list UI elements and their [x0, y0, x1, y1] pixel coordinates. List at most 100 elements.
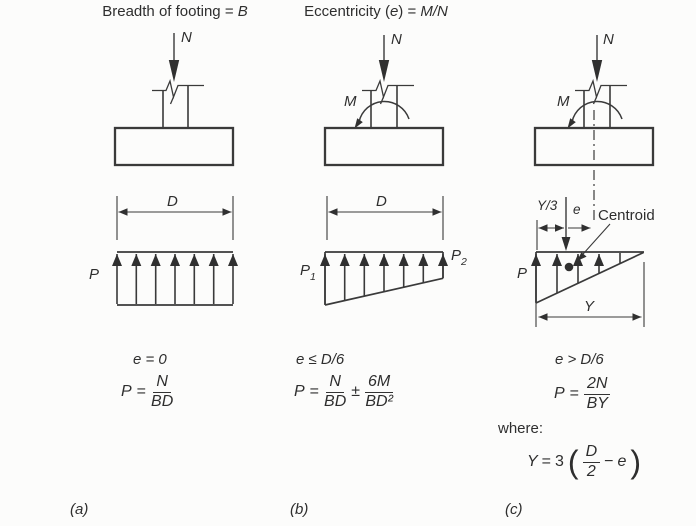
panel-a-column-and-footing	[113, 33, 235, 167]
panel-c-e-label: e	[573, 202, 581, 217]
moment-arrowhead	[354, 118, 363, 129]
moment-arrowhead	[567, 118, 576, 129]
load-arrowhead	[168, 60, 180, 82]
pressure-subscript: 2	[461, 256, 467, 268]
break-symbol-tail	[169, 96, 175, 105]
fraction-numerator: N	[326, 373, 344, 394]
equals-sign: =	[309, 383, 320, 401]
panel-a-dimension-D	[116, 196, 234, 240]
panel-a-caption: (a)	[70, 501, 89, 518]
pressure-base-slope	[324, 277, 444, 306]
panel-b-pressure-left-label: P1	[300, 262, 316, 283]
panel-c-centroid-label: Centroid	[598, 207, 655, 224]
minus-sign: −	[604, 453, 614, 471]
fraction-numerator: 6M	[365, 373, 394, 394]
fraction-denominator: BD²	[365, 393, 393, 411]
fraction-denominator: BY	[586, 395, 608, 413]
load-arrowhead	[591, 60, 603, 82]
fraction: D 2	[582, 443, 601, 481]
plus-minus-sign: ±	[351, 383, 361, 401]
footing-outline	[323, 126, 445, 167]
centroid-dot	[564, 262, 574, 272]
formula-lhs: Y	[527, 453, 538, 471]
fraction: 6M BD²	[365, 373, 394, 411]
panel-a-load-label: N	[181, 29, 192, 46]
panel-a-condition: e = 0	[133, 351, 167, 368]
panel-a-formula: P = N BD	[121, 373, 174, 411]
break-symbol	[362, 78, 414, 100]
title-variable: M/N	[420, 3, 448, 20]
panel-b-title: Eccentricity (e) = M/N	[264, 3, 488, 20]
pressure-arrows	[320, 254, 448, 304]
fraction-numerator: N	[153, 373, 171, 394]
panel-b-pressure-diagram	[320, 251, 448, 306]
panel-b-dim-label: D	[376, 193, 387, 210]
panel-b-load-label: N	[391, 31, 402, 48]
fraction-denominator: 2	[586, 463, 596, 481]
equals-sign: =	[541, 453, 552, 471]
title-variable: B	[237, 3, 248, 20]
pressure-symbol: P	[300, 262, 311, 279]
moment-arc	[358, 100, 410, 123]
panel-b-moment-label: M	[344, 93, 357, 110]
panel-c-where-label: where:	[498, 420, 544, 437]
pressure-arrows	[112, 254, 238, 304]
panel-c-moment-label: M	[557, 93, 570, 110]
title-text: Breadth of footing =	[102, 3, 238, 20]
formula-lhs: P	[294, 383, 305, 401]
panel-b-pressure-right-label: P2	[451, 247, 467, 268]
load-arrowhead	[378, 60, 390, 82]
break-symbol	[575, 78, 627, 100]
title-text: ) =	[398, 3, 421, 20]
break-symbol	[152, 78, 204, 100]
fraction: N BD	[324, 373, 347, 411]
panel-a-pressure-label: P	[89, 266, 100, 283]
panel-c-where-formula: Y = 3 ( D 2 − e )	[527, 443, 642, 481]
fraction-denominator: BD	[151, 393, 174, 411]
formula-variable: e	[617, 453, 627, 471]
panel-b-formula: P = N BD ± 6M BD²	[294, 373, 394, 411]
panel-c-dimension-Y	[535, 262, 645, 327]
pressure-subscript: 1	[310, 271, 316, 283]
panel-c-column-and-footing	[533, 35, 655, 223]
centroid-leader-line	[579, 223, 611, 259]
equals-sign: =	[569, 385, 580, 403]
panel-a-dim-label: D	[167, 193, 178, 210]
panel-b-column-and-footing	[323, 35, 445, 167]
fraction: 2N BY	[584, 375, 611, 413]
pressure-hypotenuse	[535, 251, 644, 304]
panel-c-pressure-diagram	[531, 251, 644, 304]
close-paren: )	[630, 443, 642, 480]
formula-lhs: P	[554, 385, 565, 403]
panel-c-pressure-label: P	[517, 265, 528, 282]
panel-a-pressure-diagram	[112, 251, 238, 306]
panel-c-y-label: Y	[584, 298, 595, 315]
open-paren: (	[567, 443, 579, 480]
panel-b-dimension-D	[326, 196, 444, 240]
panel-b-caption: (b)	[290, 501, 309, 518]
formula-lhs: P	[121, 383, 132, 401]
equals-sign: =	[136, 383, 147, 401]
footing-outline	[113, 126, 235, 167]
pressure-symbol: P	[451, 247, 462, 264]
fraction-numerator: 2N	[584, 375, 611, 396]
title-text: Eccentricity (	[304, 3, 390, 20]
pressure-arrows	[531, 253, 621, 302]
panel-c-y3-label: Y/3	[537, 198, 558, 213]
resultant-arrowhead	[561, 237, 571, 251]
panel-c-condition: e > D/6	[555, 351, 604, 368]
title-variable: e	[389, 3, 399, 20]
panel-b-condition: e ≤ D/6	[296, 351, 345, 368]
panel-a-title: Breadth of footing = B	[60, 3, 290, 20]
fraction-denominator: BD	[324, 393, 347, 411]
panel-c-load-label: N	[603, 31, 614, 48]
fraction-numerator: D	[582, 443, 601, 464]
coefficient: 3	[555, 453, 564, 471]
panel-c-caption: (c)	[505, 501, 523, 518]
moment-arc	[571, 100, 623, 123]
break-symbol-tail	[379, 96, 385, 105]
panel-c-formula: P = 2N BY	[554, 375, 611, 413]
break-symbol-tail	[592, 96, 598, 105]
